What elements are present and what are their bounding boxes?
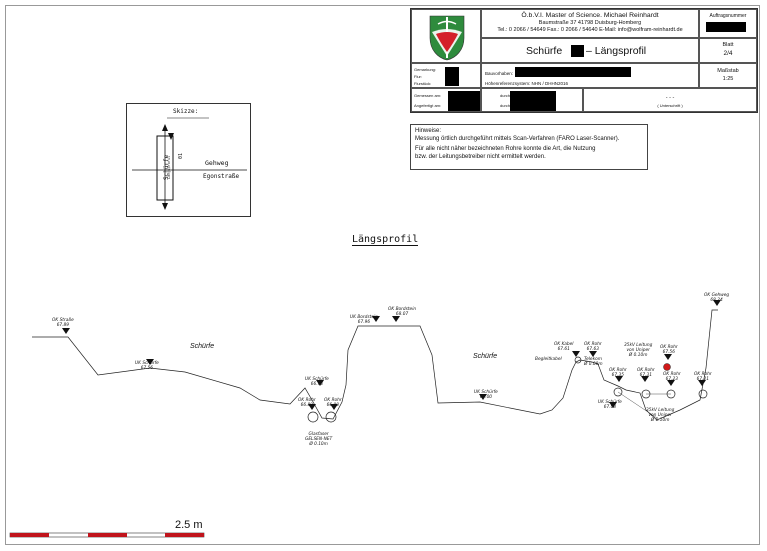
pipe-highlight <box>663 363 671 371</box>
title-block: Ö.b.V.I. Master of Science. Michael Rein… <box>410 8 758 113</box>
logo-cell <box>411 9 481 63</box>
nrw-coat-of-arms-icon <box>429 15 465 61</box>
company-contact: Tel.: 0 2066 / 54649 Fax.: 0 2066 / 5464… <box>497 27 683 33</box>
gemessen-label: Gemessen am: <box>414 93 442 98</box>
gemarkung-cell: Gemarkung: Flur: Flurstück: <box>411 63 481 88</box>
hinweise-line-1: Messung örtlich durchgeführt mittels Sca… <box>415 136 620 142</box>
auftrag-label: Auftragsnummer <box>709 13 747 19</box>
massstab-cell: Maßstab 1:25 <box>699 63 757 88</box>
drawing-title-left: Schürfe <box>526 45 563 57</box>
pipe-telekom <box>574 356 582 364</box>
redacted-id <box>571 45 584 57</box>
massstab-label: Maßstab <box>717 68 739 74</box>
pipe-rohr-4 <box>613 387 623 397</box>
sketch-box: Skizze: Schürfe 01 Längsprofil Gehweg Eg… <box>126 103 251 217</box>
pipe-glasfaser-1 <box>307 411 319 423</box>
sketch-drawing <box>132 117 247 210</box>
sketch-street: Egonstraße <box>203 173 240 180</box>
scale-bar <box>9 532 205 538</box>
profile-heading: Längsprofil <box>352 234 419 246</box>
flurstueck-label: Flurstück: <box>414 81 432 86</box>
signature-cell: - - - ( Unterschrift ) <box>583 88 757 112</box>
pipe-rohr-8 <box>698 389 708 399</box>
hinweise-line-3: bzw. der Leitungsbetreiber nicht ermitte… <box>415 154 546 160</box>
blatt-label: Blatt <box>722 42 734 48</box>
sheet-frame <box>5 5 760 545</box>
massstab-value: 1:25 <box>722 76 734 82</box>
blatt-cell: Blatt 2/4 <box>699 38 757 63</box>
scale-bar-label: 2.5 m <box>175 519 203 531</box>
flur-label: Flur: <box>414 74 422 79</box>
gemarkung-label: Gemarkung: <box>414 67 437 72</box>
redacted-names <box>510 91 556 111</box>
sketch-gehweg: Gehweg <box>205 159 229 167</box>
section-label-2: Schürfe <box>473 353 498 360</box>
sketch-title: Skizze: <box>173 108 199 115</box>
drawing-title-cell: Schürfe – Längsprofil <box>481 38 699 63</box>
height-markers <box>62 300 721 410</box>
redacted-dates <box>448 91 480 111</box>
unterschrift-label: ( Unterschrift ) <box>657 103 683 108</box>
hinweise-heading: Hinweise: <box>415 128 442 134</box>
redacted-order-number <box>706 22 746 32</box>
pipe-glasfaser-2 <box>325 411 337 423</box>
label-begleitkabel: Begleitkabel <box>535 357 562 362</box>
redacted-project <box>515 67 631 77</box>
blatt-value: 2/4 <box>723 50 733 57</box>
bauvorhaben-label: Bauvorhaben: <box>485 71 514 76</box>
angefertigt-label: Angefertigt am: <box>414 103 442 108</box>
hinweise-line-2: Für alle nicht näher bezeichneten Rohre … <box>415 146 596 152</box>
profile-line <box>32 309 718 421</box>
hoehensystem: Höhenreferenzsystem: NHN / DHHN2016 <box>485 81 569 86</box>
hinweise-box: Hinweise: Messung örtlich durchgeführt m… <box>410 124 648 170</box>
section-label-1: Schürfe <box>190 343 215 350</box>
signature-dashes: - - - <box>665 95 675 101</box>
redacted-parcel <box>445 67 459 86</box>
drawing-title-right: – Längsprofil <box>586 45 647 57</box>
gemessen-cell: Gemessen am: Angefertigt am: <box>411 88 481 112</box>
durch-cell: durch: durch: <box>481 88 583 112</box>
company-name: Ö.b.V.I. Master of Science. Michael Rein… <box>521 12 659 19</box>
bauvorhaben-cell: Bauvorhaben: Höhenreferenzsystem: NHN / … <box>481 63 699 88</box>
auftrag-cell: Auftragsnummer <box>699 9 757 38</box>
durch-label-2: durch: <box>500 103 512 108</box>
company-cell: Ö.b.V.I. Master of Science. Michael Rein… <box>481 9 699 38</box>
company-address: Baumstraße 37 41798 Duisburg-Homberg <box>538 20 642 26</box>
durch-label-1: durch: <box>500 93 512 98</box>
